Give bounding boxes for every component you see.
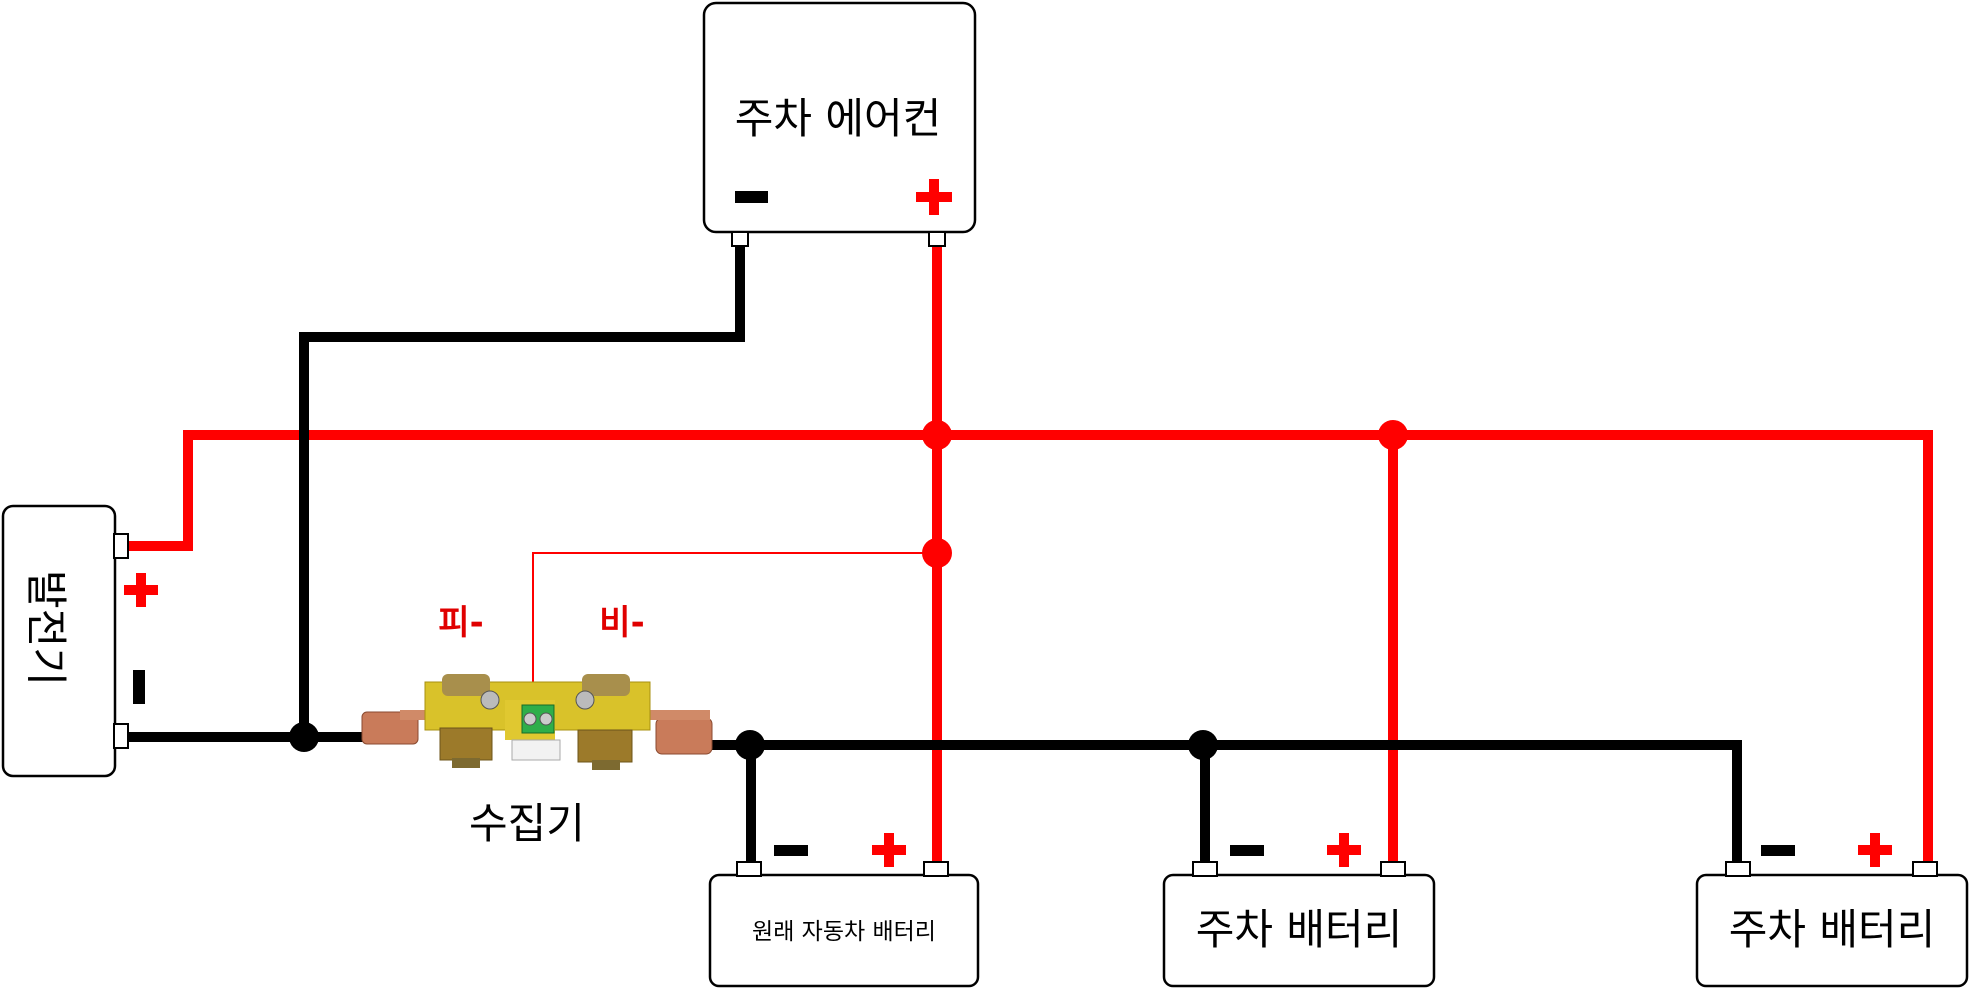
battery-label: 주차 배터리 [1729,905,1936,954]
b-minus-label: 비- [599,603,644,643]
minus-icon [774,845,808,856]
junction-dot [1378,420,1408,450]
minus-icon [1761,845,1795,856]
shunt-label: 수집기 [469,799,585,848]
copper-lug-right [655,717,713,755]
junction-dot [289,722,319,752]
negative-terminal [113,723,129,749]
generator: 발전기 [1,504,158,778]
battery-negative-bus [705,740,1742,864]
plus-icon [1327,833,1361,867]
plus-icon [872,833,906,867]
parking-battery-2: 주차 배터리 [1695,833,1969,988]
p-minus-label: 피- [438,603,483,643]
positive-wires [126,244,1933,864]
negative-terminal [731,231,749,247]
positive-terminal [113,533,129,559]
minus-icon [1230,845,1264,856]
plus-icon [124,573,158,607]
aircon-label: 주차 에어컨 [735,94,942,143]
plus-icon [916,179,952,215]
bolt-left [439,674,493,768]
shunt-sense-wire [532,552,937,712]
junction-dot [735,730,765,760]
negative-wires [126,244,1742,864]
junction-dot [922,420,952,450]
battery-label: 주차 배터리 [1196,905,1403,954]
minus-icon [735,191,768,203]
parking-battery-1: 주차 배터리 [1162,833,1436,988]
connector [511,739,561,761]
shunt: 피- 비- 수집기 [361,603,713,848]
junction-dot [922,538,952,568]
junction-dot [1188,730,1218,760]
plus-icon [1858,833,1892,867]
aircon-negative-wire [299,244,745,737]
main-positive-bus [126,430,1933,864]
minus-icon [133,670,145,704]
positive-terminal [928,231,946,247]
generator-label: 발전기 [22,570,71,686]
parking-aircon: 주차 에어컨 [702,1,977,247]
battery-original: 원래 자동차 배터리 [708,833,980,988]
battery-label: 원래 자동차 배터리 [752,919,936,945]
bolt-right [577,674,633,770]
